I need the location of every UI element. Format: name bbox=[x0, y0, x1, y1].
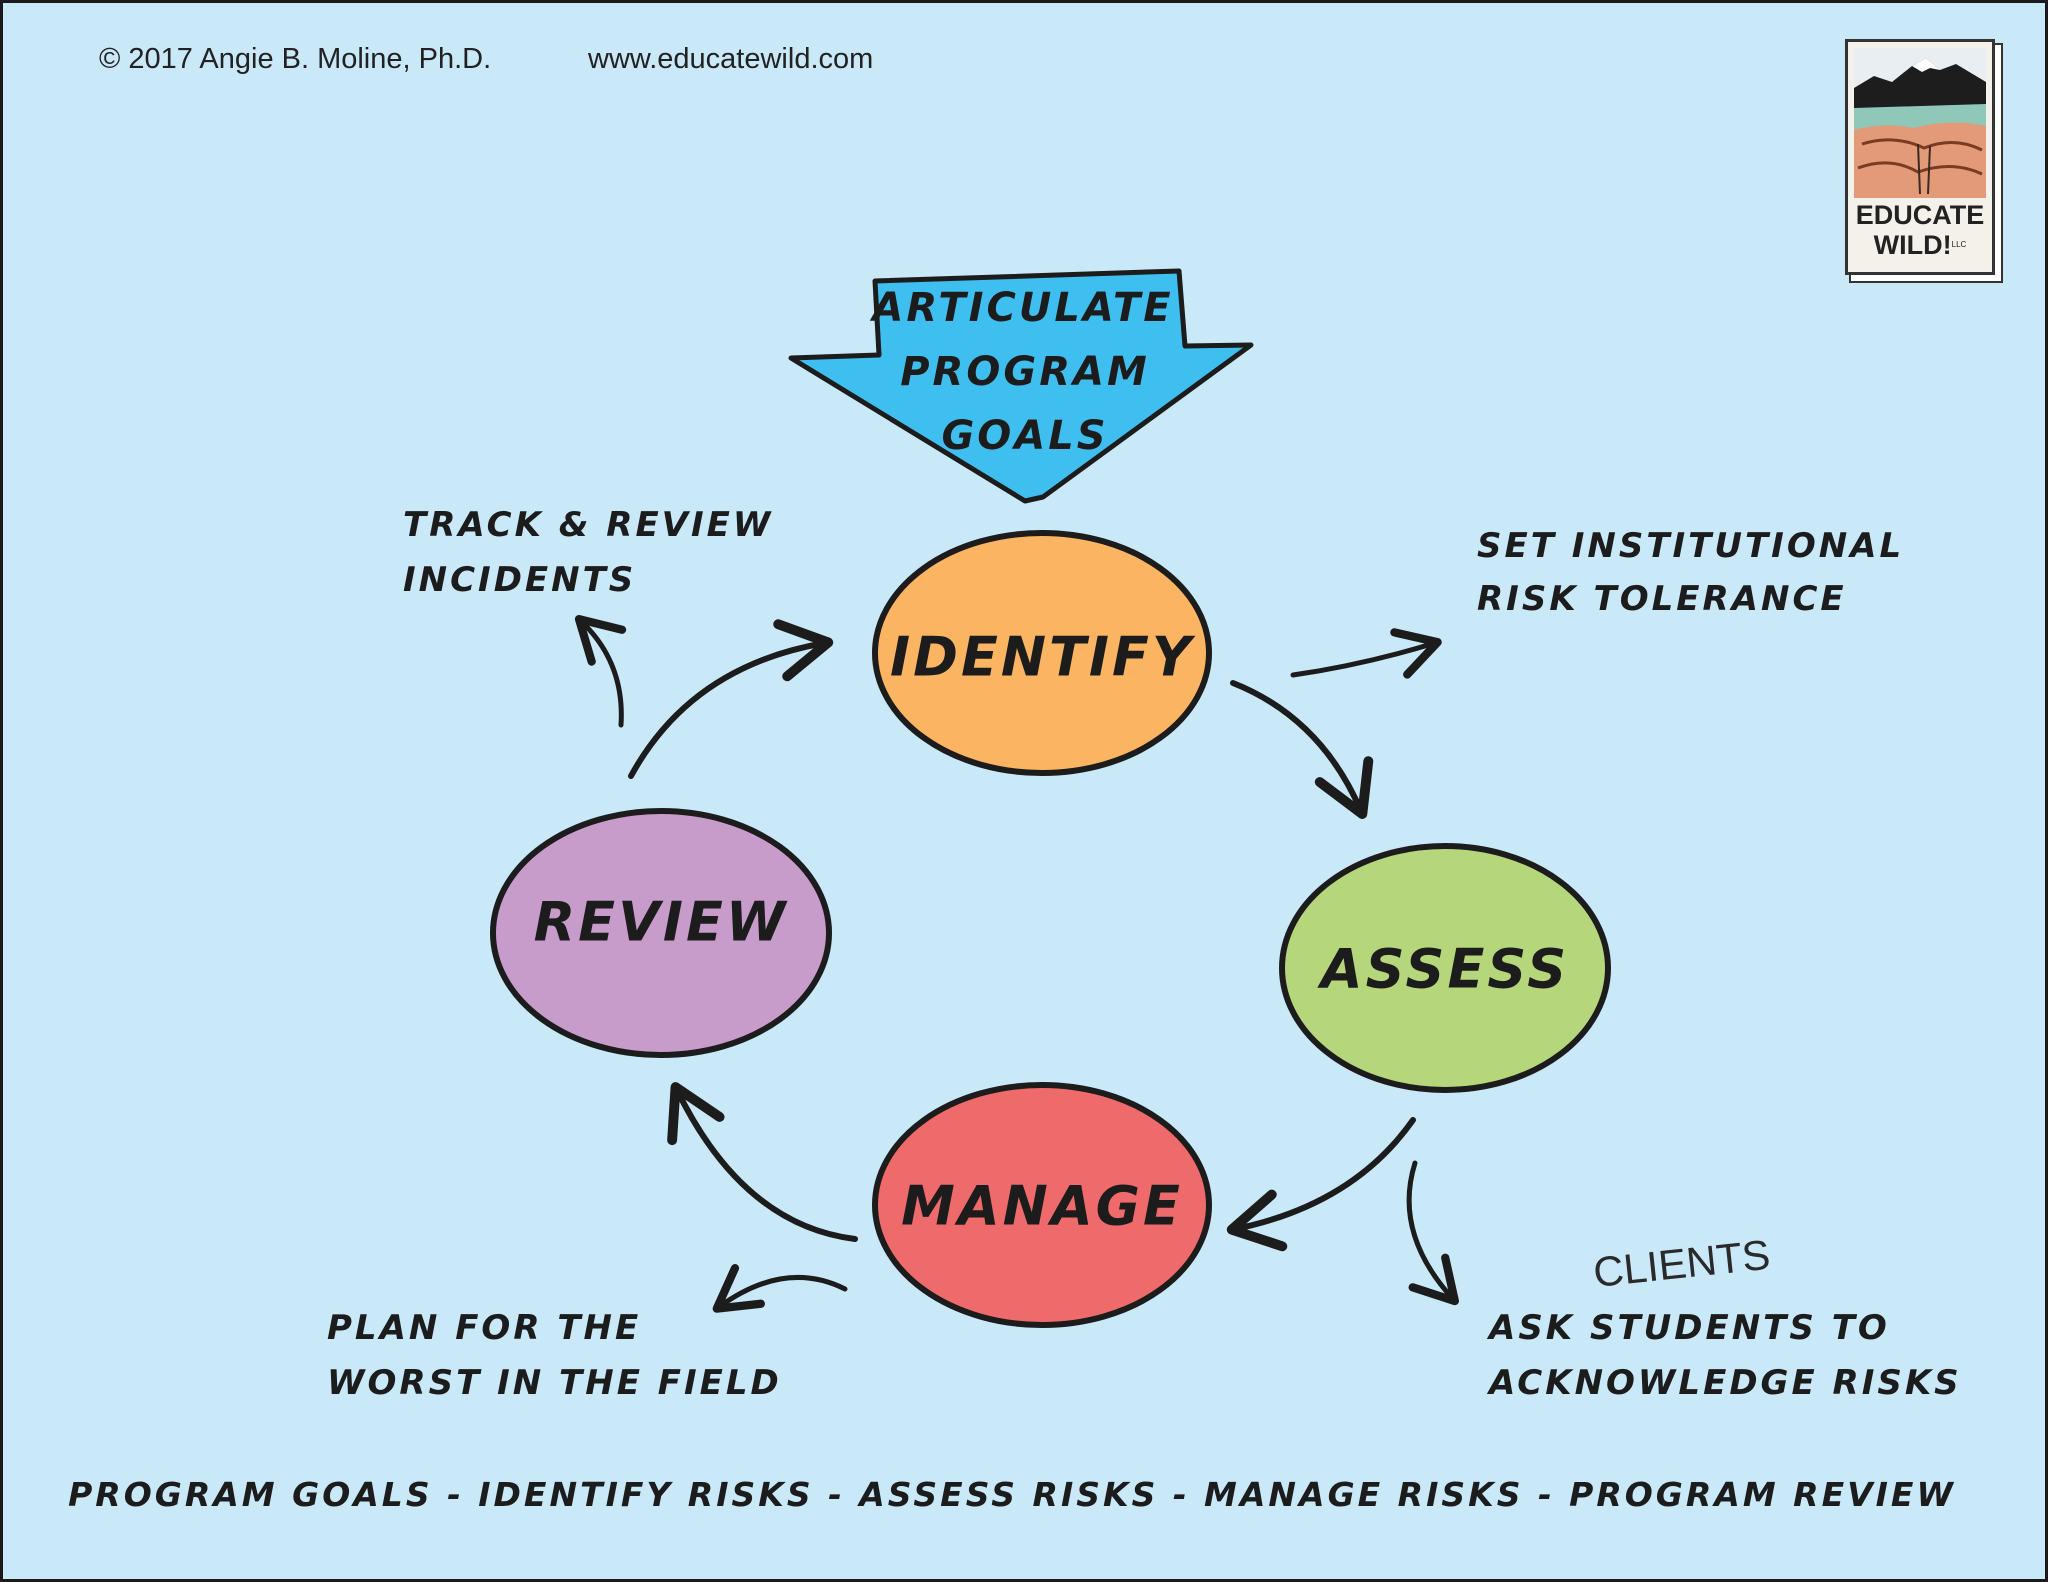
node-manage-shape bbox=[872, 1082, 1212, 1328]
arrow-to-track-incidents bbox=[574, 614, 627, 728]
arrow-review-to-identify bbox=[628, 619, 834, 779]
arrow-identify-to-assess bbox=[1230, 680, 1374, 819]
node-assess-shape bbox=[1279, 843, 1611, 1093]
note-acknowledge-line-1: ASK STUDENTS TO bbox=[1486, 1308, 1890, 1348]
node-assess: ASSESS bbox=[1279, 843, 1611, 1093]
risk-cycle-diagram: ARTICULATE PROGRAM GOALS IDENTIFY ASSESS… bbox=[68, 268, 1962, 1514]
node-review-label: REVIEW bbox=[534, 891, 789, 954]
node-review: REVIEW bbox=[490, 808, 832, 1058]
node-identify-label: IDENTIFY bbox=[890, 626, 1196, 689]
node-review-shape bbox=[490, 808, 832, 1058]
note-track-line-2: INCIDENTS bbox=[403, 560, 636, 600]
note-plan-line-1: PLAN FOR THE bbox=[327, 1308, 641, 1348]
node-assess-label: ASSESS bbox=[1317, 938, 1569, 1001]
note-clients: CLIENTS bbox=[1591, 1231, 1772, 1296]
website-text: www.educatewild.com bbox=[588, 43, 874, 75]
note-tolerance-line-2: RISK TOLERANCE bbox=[1477, 579, 1847, 619]
note-tolerance-line-1: SET INSTITUTIONAL bbox=[1477, 526, 1904, 566]
node-manage-label: MANAGE bbox=[901, 1175, 1183, 1238]
node-manage: MANAGE bbox=[872, 1082, 1212, 1328]
copyright-text: © 2017 Angie B. Moline, Ph.D. bbox=[99, 43, 492, 75]
educate-wild-logo: EDUCATE WILD!LLC bbox=[1845, 39, 1995, 275]
landscape-illustration-icon bbox=[1854, 48, 1986, 198]
arrow-assess-to-manage bbox=[1226, 1117, 1416, 1252]
node-identify-shape bbox=[872, 530, 1212, 776]
logo-line-educate: EDUCATE bbox=[1855, 200, 1985, 230]
arrow-to-plan-worst bbox=[712, 1264, 848, 1313]
arrow-to-acknowledge-risks bbox=[1406, 1160, 1459, 1306]
logo-line-wild: WILD!LLC bbox=[1873, 230, 1967, 260]
arrow-manage-to-review bbox=[667, 1082, 858, 1242]
note-acknowledge-line-2: ACKNOWLEDGE RISKS bbox=[1486, 1363, 1962, 1403]
goal-arrow-line-3: GOALS bbox=[941, 413, 1108, 459]
goal-arrow-line-2: PROGRAM bbox=[900, 349, 1150, 395]
note-plan-line-2: WORST IN THE FIELD bbox=[327, 1363, 782, 1403]
footer-process-summary: PROGRAM GOALS - IDENTIFY RISKS - ASSESS … bbox=[68, 1475, 1956, 1514]
note-track-line-1: TRACK & REVIEW bbox=[403, 505, 773, 545]
arrow-to-risk-tolerance bbox=[1290, 628, 1442, 679]
goal-arrow-shape bbox=[788, 268, 1254, 504]
node-identify: IDENTIFY bbox=[872, 530, 1212, 776]
goal-arrow-line-1: ARTICULATE bbox=[869, 285, 1173, 331]
articulate-goals-arrow: ARTICULATE PROGRAM GOALS bbox=[788, 268, 1254, 504]
